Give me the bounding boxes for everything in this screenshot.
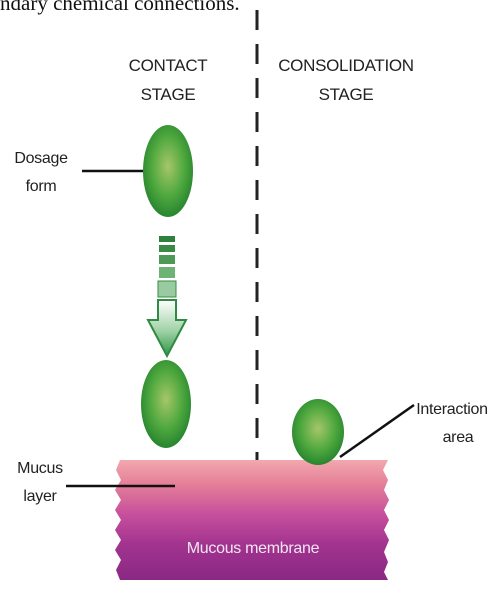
- mucus-membrane-block: [115, 460, 389, 580]
- dosage-form-particle: [143, 125, 193, 217]
- mucus-layer-label-line2: layer: [23, 488, 57, 505]
- consolidation-stage-label-line1: CONSOLIDATION: [278, 56, 414, 75]
- dosage-form-label-line2: form: [26, 178, 57, 195]
- interaction-area-leader: [340, 405, 414, 457]
- mucous-membrane-label: Mucous membrane: [187, 540, 320, 557]
- dosage-form-label-line1: Dosage: [14, 150, 68, 167]
- contact-stage-particle: [141, 360, 191, 448]
- interaction-area-label-line1: Interaction: [416, 401, 487, 418]
- consolidation-stage-label-line2: STAGE: [319, 85, 374, 104]
- contact-stage-label-line1: CONTACT: [129, 56, 208, 75]
- mucus-layer-label-line1: Mucus: [17, 460, 63, 477]
- contact-stage-label-line2: STAGE: [141, 85, 196, 104]
- interaction-area-label-line2: area: [443, 429, 474, 446]
- consolidation-stage-particle: [292, 399, 344, 465]
- falling-arrow: [148, 236, 186, 356]
